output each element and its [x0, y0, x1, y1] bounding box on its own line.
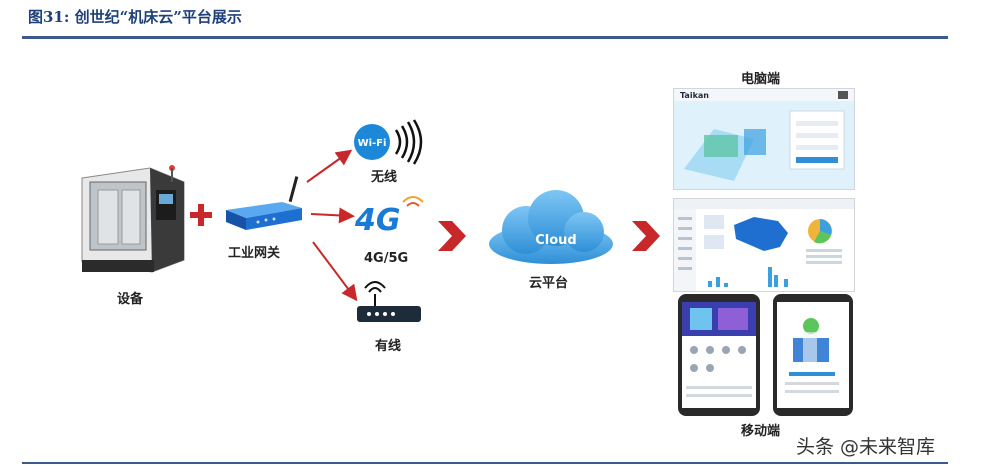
router-icon [357, 281, 421, 322]
mobile-terminal-label: 移动端 [741, 424, 781, 439]
chevron-right-icon [632, 221, 660, 251]
wifi-icon-text: Wi-Fi [358, 138, 387, 149]
watermark: 头条 @未来智库 [796, 436, 936, 458]
cloud-icon-text: Cloud [535, 233, 577, 248]
bottom-divider [22, 462, 948, 464]
gateway-label: 工业网关 [228, 246, 281, 261]
arrow-to-cellular [310, 207, 355, 224]
industrial-gateway-icon [226, 176, 302, 230]
connection-arrows [306, 149, 358, 302]
cloud-platform-label: 云平台 [529, 276, 569, 291]
cnc-machine-illustration [81, 165, 185, 273]
chevron-right-icon [438, 221, 466, 251]
mobile-app-screen-thumbnail [678, 294, 760, 416]
pc-login-brand: Taikan [680, 91, 709, 100]
wifi-label: 无线 [371, 170, 398, 185]
mobile-app-screen-thumbnail [773, 294, 853, 416]
wired-label: 有线 [375, 339, 402, 354]
top-divider [22, 36, 948, 39]
pc-dashboard-thumbnail [673, 198, 855, 292]
pc-login-screen-thumbnail: Taikan [673, 88, 855, 190]
pc-terminal-label: 电脑端 [741, 72, 781, 87]
device-label: 设备 [117, 292, 144, 307]
plus-icon [190, 204, 212, 226]
cellular-label: 4G/5G [364, 251, 409, 266]
arrow-to-wifi [306, 149, 353, 183]
cloud-icon: Cloud [489, 190, 613, 264]
cellular-4g-icon: 4G [354, 196, 424, 238]
arrow-to-wired [312, 241, 358, 302]
wifi-icon: Wi-Fi [354, 119, 423, 165]
cellular-icon-text: 4G [354, 203, 401, 238]
figure-title: 图31: 创世纪“机床云”平台展示 [28, 8, 242, 26]
